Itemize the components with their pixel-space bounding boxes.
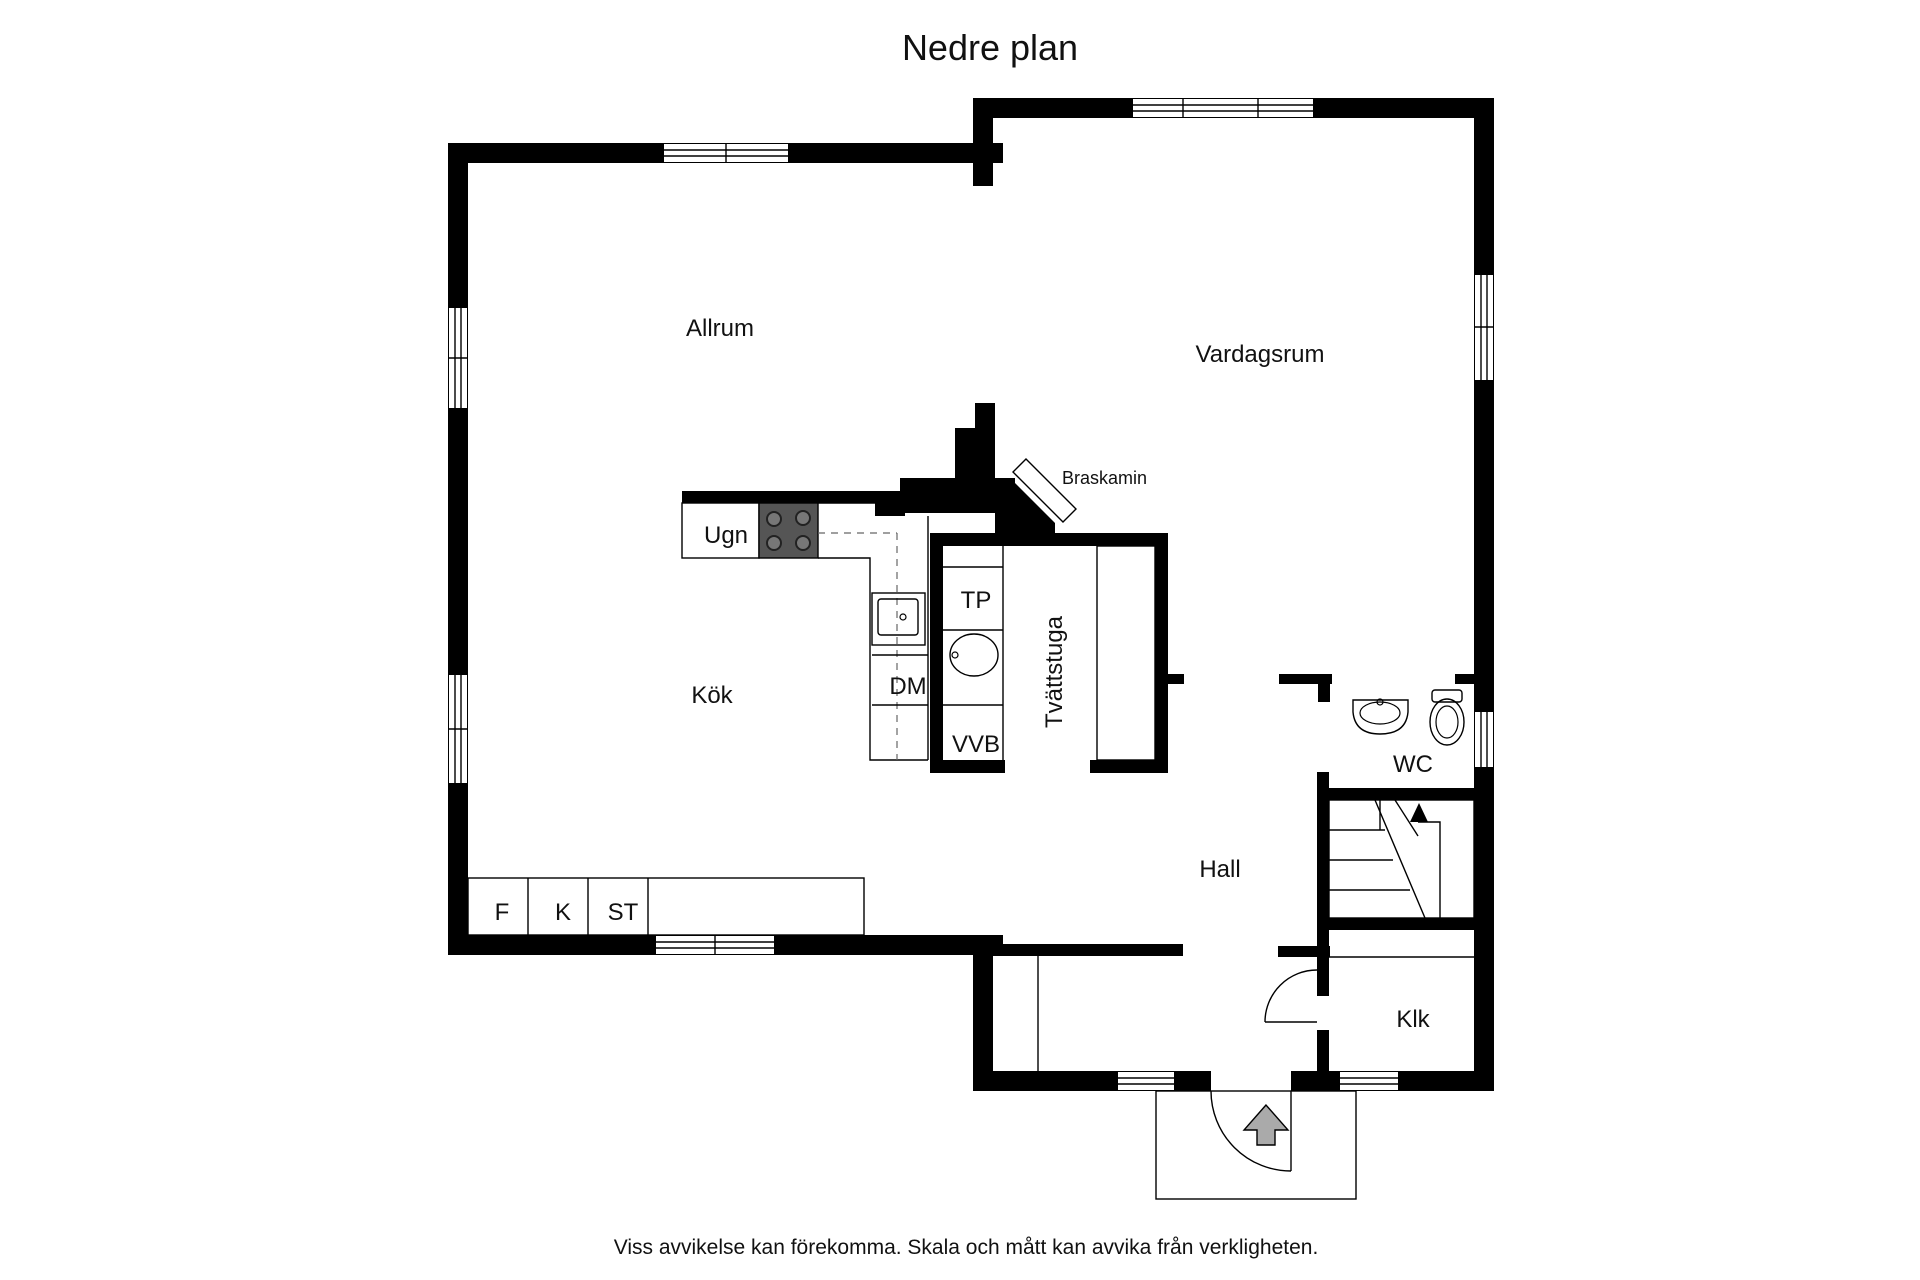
room-label-klk: Klk [1396, 1006, 1430, 1033]
room-label-hall: Hall [1199, 856, 1240, 883]
room-label-wc: WC [1393, 751, 1433, 778]
entrance-opening [1211, 1071, 1291, 1091]
label-dm: DM [889, 673, 926, 700]
interior-walls [682, 403, 1477, 1075]
label-k: K [555, 899, 571, 926]
label-tp: TP [961, 587, 992, 614]
laundry-fixtures [943, 545, 1156, 761]
disclaimer-text: Viss avvikelse kan förekomma. Skala och … [614, 1236, 1319, 1259]
braskamin-stove [1012, 458, 1077, 523]
room-label-vardagsrum: Vardagsrum [1196, 341, 1325, 368]
label-vvb: VVB [952, 731, 1000, 758]
label-st: ST [608, 899, 639, 926]
label-f: F [495, 899, 510, 926]
kitchen-fixtures [467, 502, 929, 936]
wc-fixtures [1352, 689, 1465, 746]
label-braskamin: Braskamin [1062, 468, 1147, 488]
room-label-tvattstuga: Tvättstuga [1041, 615, 1068, 728]
doors [1037, 956, 1357, 1200]
room-label-kok: Kök [691, 682, 733, 709]
windows [449, 99, 1493, 1090]
label-ugn: Ugn [704, 522, 748, 549]
room-label-allrum: Allrum [686, 315, 754, 342]
staircase [1328, 799, 1475, 919]
plan-title: Nedre plan [902, 27, 1078, 68]
